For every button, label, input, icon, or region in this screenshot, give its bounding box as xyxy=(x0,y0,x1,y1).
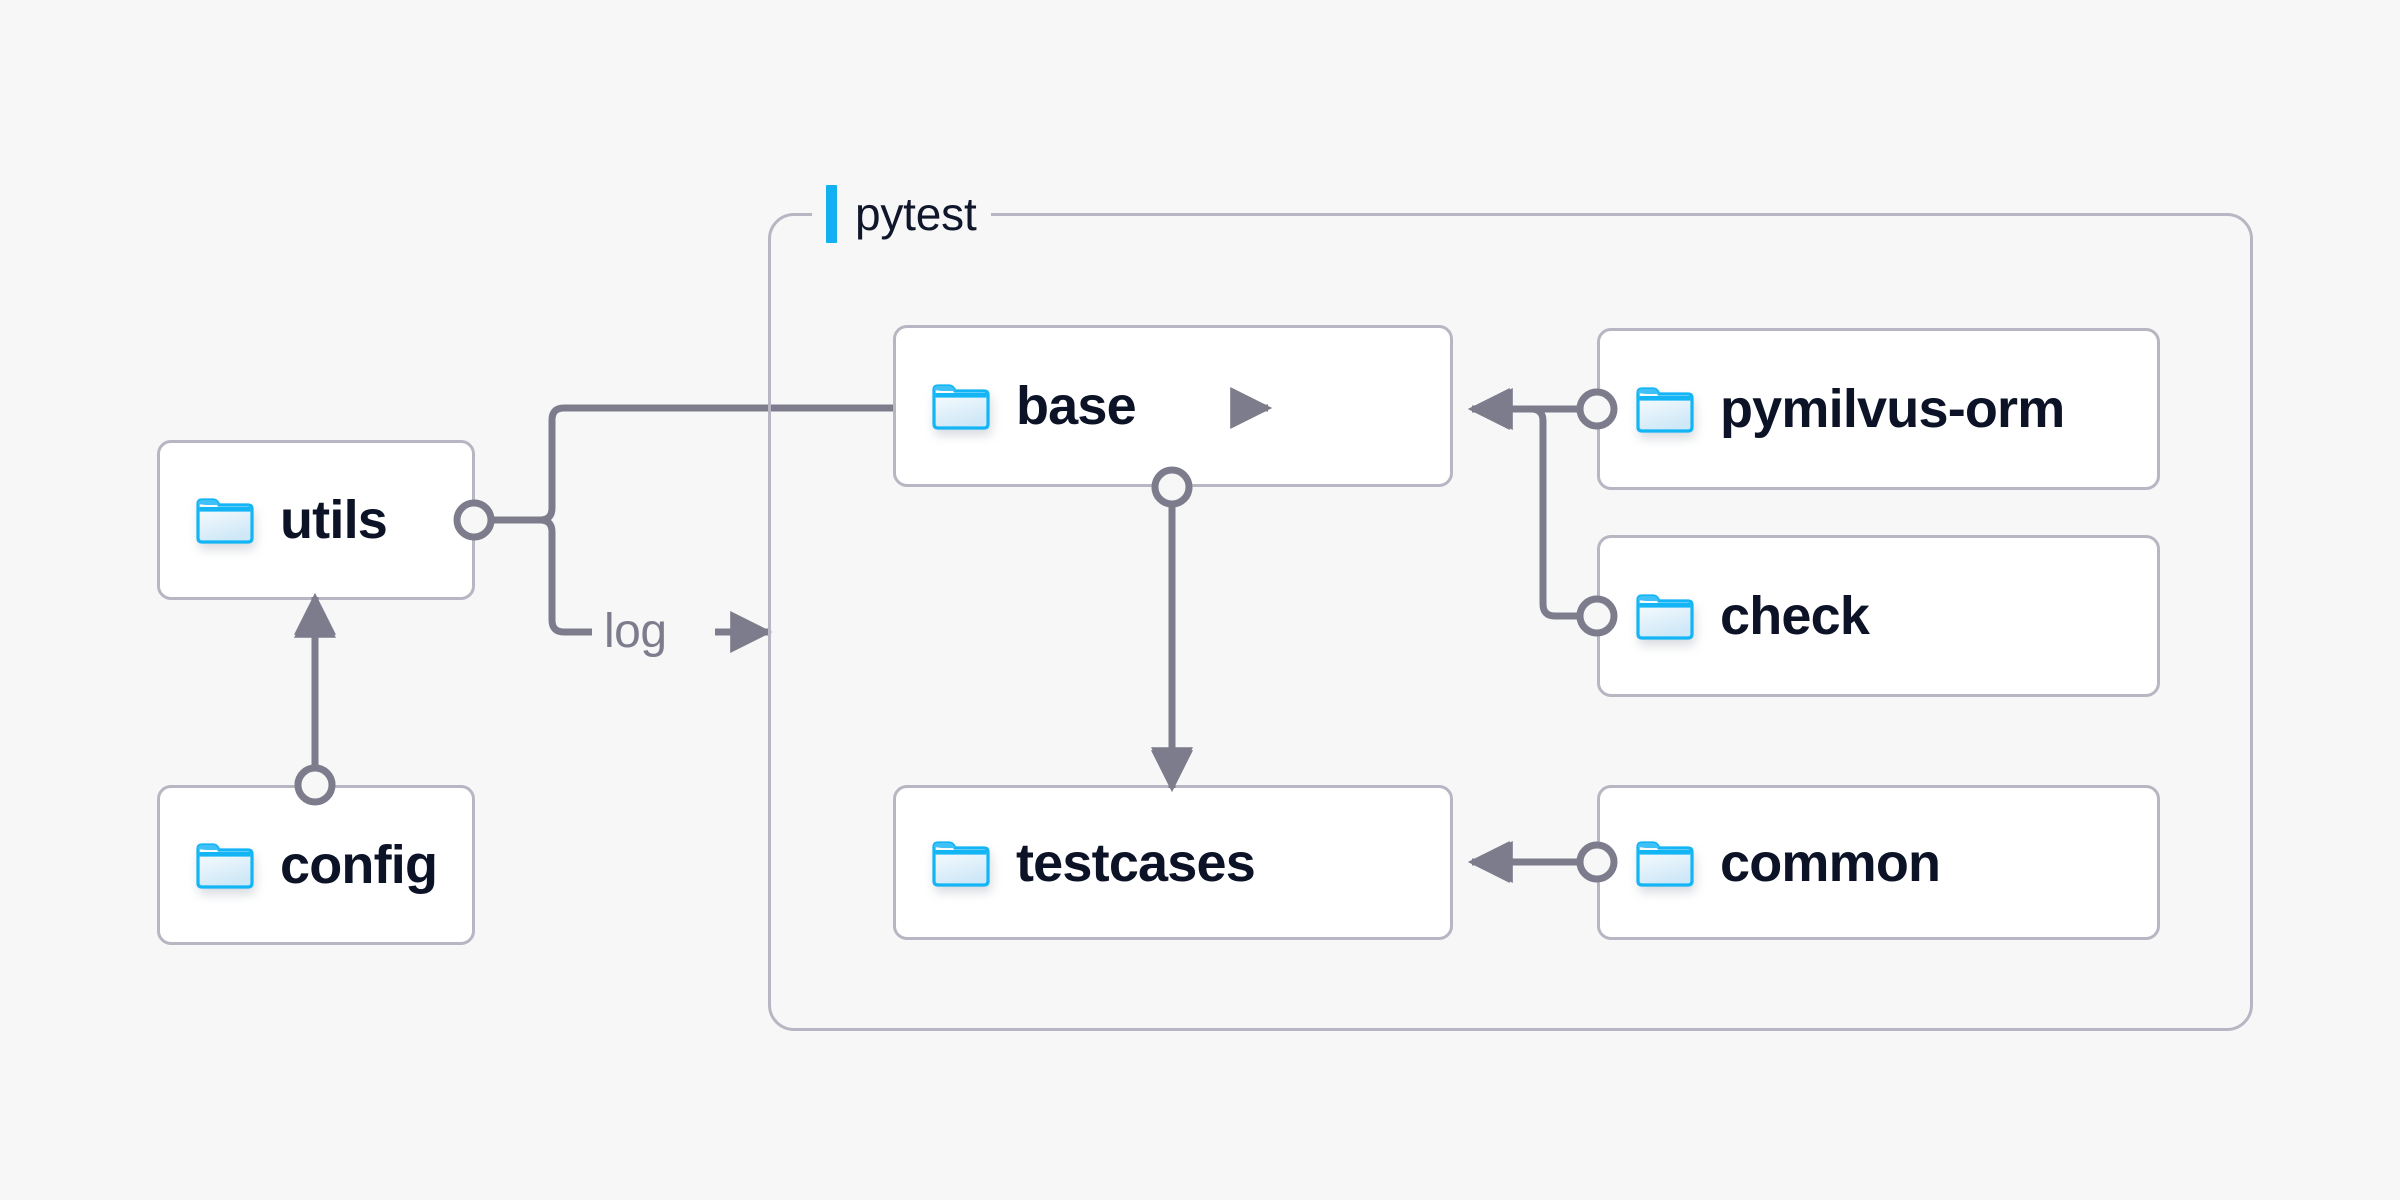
folder-icon xyxy=(1636,839,1694,887)
node-common-label: common xyxy=(1720,832,1941,893)
edge-label-log: log xyxy=(598,604,673,659)
group-pytest-label-text: pytest xyxy=(855,188,977,240)
node-testcases-label: testcases xyxy=(1016,832,1256,893)
node-config-label: config xyxy=(280,835,438,895)
folder-icon xyxy=(196,496,254,544)
node-testcases[interactable]: testcases xyxy=(893,785,1453,940)
node-config[interactable]: config xyxy=(157,785,475,945)
node-base-label: base xyxy=(1016,376,1137,436)
node-common[interactable]: common xyxy=(1597,785,2160,940)
folder-icon xyxy=(196,841,254,889)
node-check-label: check xyxy=(1720,586,1870,646)
accent-bar-icon xyxy=(826,185,837,243)
folder-icon xyxy=(932,839,990,887)
folder-icon xyxy=(932,382,990,430)
group-pytest-label: pytest xyxy=(812,185,991,243)
node-utils[interactable]: utils xyxy=(157,440,475,600)
node-pymilvus-orm-label: pymilvus-orm xyxy=(1720,379,2065,439)
group-pytest xyxy=(768,213,2253,1031)
edge-config-to-utils xyxy=(294,595,336,806)
folder-icon xyxy=(1636,592,1694,640)
node-check[interactable]: check xyxy=(1597,535,2160,697)
node-base[interactable]: base xyxy=(893,325,1453,487)
folder-icon xyxy=(1636,385,1694,433)
node-utils-label: utils xyxy=(280,490,388,550)
node-pymilvus-orm[interactable]: pymilvus-orm xyxy=(1597,328,2160,490)
